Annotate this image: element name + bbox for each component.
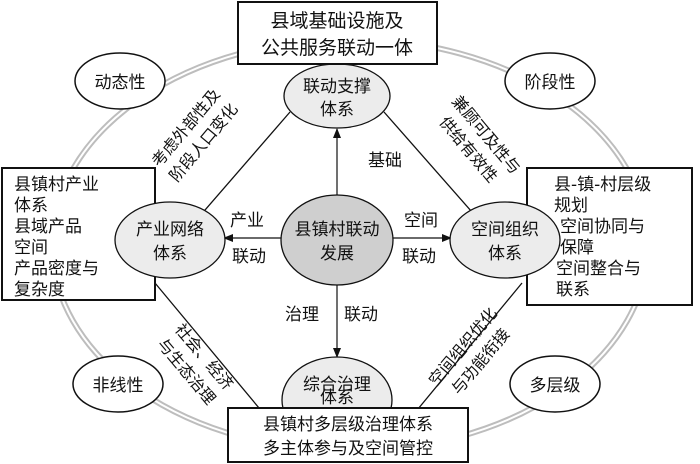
arrow-label-right: 联动: [402, 247, 436, 267]
bottom-box: 县镇村多层级治理体系 多主体参与及空间管控: [227, 407, 469, 463]
edge-label-bottom-left: 社会、经济 与生态治理: [153, 320, 237, 408]
right-node: 空间组织 体系: [449, 201, 561, 279]
left-node: 产业网络 体系: [114, 201, 226, 279]
top-box: 县域基础设施及 公共服务联动一体: [237, 1, 438, 65]
node-label: 体系: [320, 388, 354, 408]
node-label: 产业网络: [136, 220, 204, 240]
bottom-box-line: 县镇村多层级治理体系: [263, 415, 433, 435]
node-label: 综合治理: [303, 375, 371, 395]
left-box-line: 复杂度: [14, 280, 65, 300]
edge-label-bottom-right: 空间组织优化 与功能衔接: [425, 304, 514, 398]
left-box-line: 县域产品: [14, 217, 82, 237]
trait-staged: 阶段性: [504, 52, 596, 110]
bottom-box-line: 多主体参与及空间管控: [263, 439, 433, 459]
trait-label: 阶段性: [525, 73, 576, 93]
node-label: 体系: [320, 100, 354, 120]
trait-label: 非线性: [93, 376, 144, 396]
node-label: 空间组织: [471, 220, 539, 240]
trait-dynamic: 动态性: [74, 52, 166, 110]
node-label: 体系: [488, 244, 522, 264]
arrow-label-down: 治理: [285, 305, 319, 325]
left-box-line: 产品密度与: [14, 259, 99, 279]
trait-nonlinear: 非线性: [72, 355, 164, 413]
arrow-label-left: 产业: [230, 211, 264, 231]
trait-label: 动态性: [95, 73, 146, 93]
left-box-line: 空间: [14, 238, 48, 258]
node-label: 发展: [320, 244, 354, 264]
right-box-line: 空间整合与: [556, 259, 641, 279]
top-box-line: 公共服务联动一体: [261, 37, 413, 59]
right-box-line: 规划: [554, 196, 588, 216]
trait-multilevel: 多层级: [509, 355, 601, 413]
trait-label: 多层级: [530, 376, 581, 396]
arrow-label-left: 联动: [232, 247, 266, 267]
arrow-label-down: 联动: [344, 305, 378, 325]
left-box-line: 县镇村产业: [14, 175, 99, 195]
left-box-line: 体系: [14, 196, 48, 216]
right-box-line: 空间协同与: [560, 217, 645, 237]
arrow-label-up: 基础: [368, 151, 402, 171]
right-box-line: 保障: [560, 238, 594, 258]
edge-label-top-left: 考虑外部性及 阶段人口变化: [148, 85, 242, 186]
node-label: 联动支撑: [303, 77, 371, 97]
right-box-line: 联系: [556, 280, 590, 300]
node-label: 县镇村联动: [295, 220, 380, 240]
top-node: 联动支撑 体系: [283, 63, 391, 129]
edge-label-top-right: 兼顾可及性与 供给有效性: [435, 92, 524, 186]
center-node: 县镇村联动 发展: [280, 194, 394, 286]
arrow-label-right: 空间: [404, 211, 438, 231]
top-box-line: 县域基础设施及: [270, 10, 403, 32]
node-label: 体系: [153, 244, 187, 264]
right-box-line: 县-镇-村层级: [554, 175, 651, 195]
